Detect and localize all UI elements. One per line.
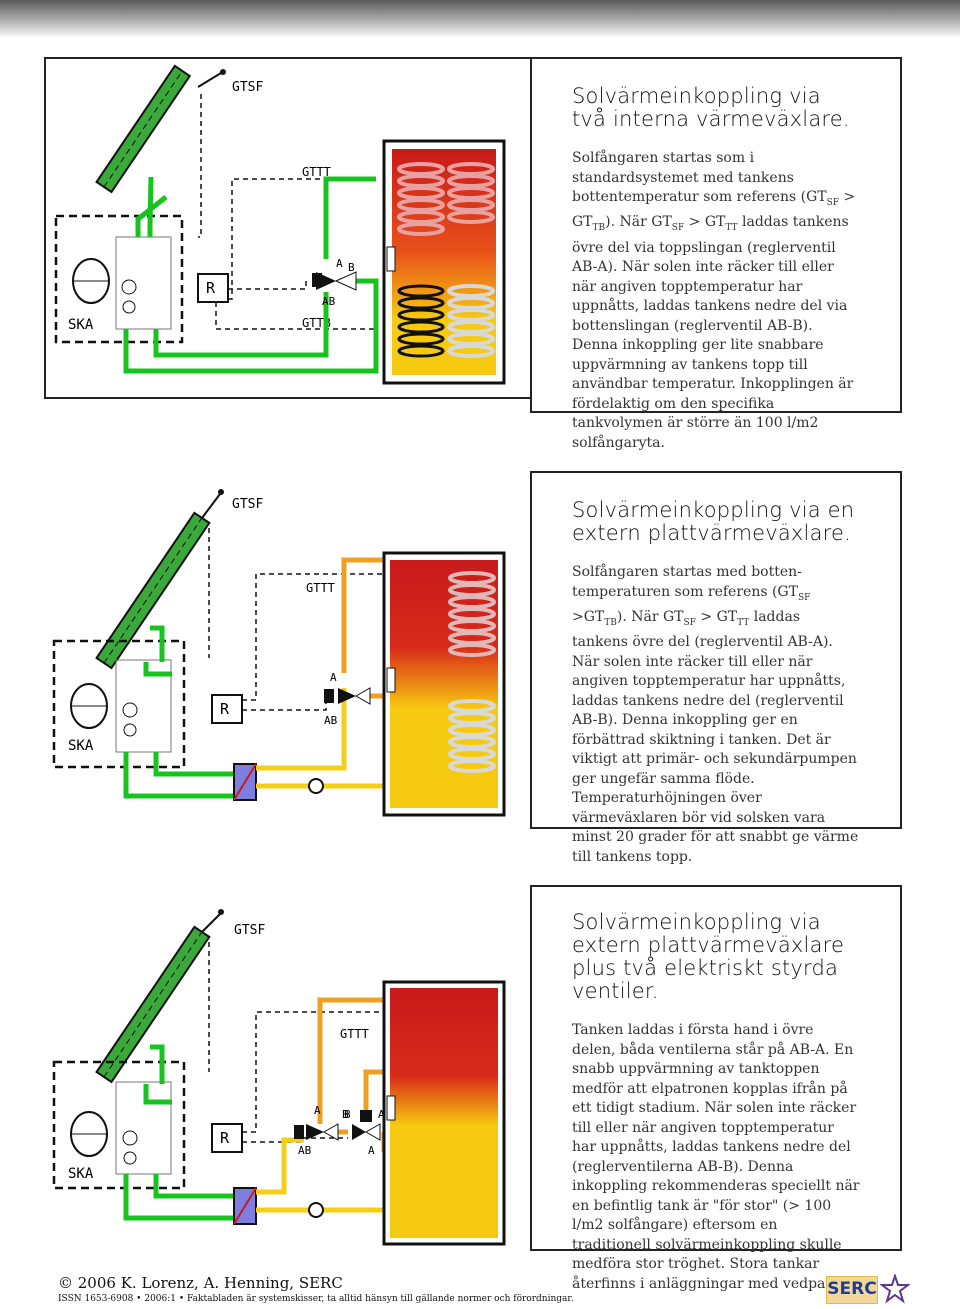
section-1-text: Solfångaren startas som i standardsystem… [572,150,856,451]
top-gradient-bar [0,0,960,38]
footer-issn: ISSN 1653-6908 • 2006:1 • Faktabladen är… [58,1294,574,1304]
label-gttt: GTTT [302,165,331,179]
label-gtsf: GTSF [234,923,265,938]
textbox-2: Solvärmeinkoppling via en extern plattvä… [530,471,902,865]
valve-ab: AB [324,714,338,727]
diagram-3: GTSF R GTTT SKA A B AB B A AB [44,892,534,1252]
label-ska: SKA [68,317,94,333]
valve-1-b: B [342,1108,349,1121]
controller-r: R [206,279,216,297]
valve-ab: AB [322,295,336,308]
section-3-text: Tanken laddas i första hand i övre delen… [572,1022,860,1292]
valve-b: B [348,261,355,274]
valve-a: A [336,257,343,270]
controller-r: R [220,700,230,718]
label-gttt: GTTT [306,581,335,595]
diagram-1: GTSF R GTTT GTTB SKA A B AB [44,57,534,399]
label-ska: SKA [68,1166,94,1182]
section-2-text: Solfångaren startas med botten-temperatu… [572,564,859,865]
valve-2-a: A [368,1144,375,1157]
label-gttt: GTTT [340,1027,369,1041]
section-2-title: Solvärmeinkoppling via en extern plattvä… [572,498,855,545]
svg-text:GTSF: GTSF [232,80,263,95]
valve-1-a: A [314,1104,321,1117]
hogskolan-logo-icon [880,1274,910,1304]
textbox-3: Solvärmeinkoppling via extern plattvärme… [530,885,902,1292]
controller-r: R [220,1129,230,1147]
footer-copyright: © 2006 K. Lorenz, A. Henning, SERC [58,1274,343,1292]
label-gtsf: GTSF [232,497,263,512]
diagram-2: GTSF R GTTT SKA A B AB [44,478,534,830]
valve-a: A [330,671,337,684]
textbox-1: Solvärmeinkoppling via två interna värme… [530,57,902,451]
label-ska: SKA [68,738,94,754]
valve-2-b: B [344,1108,351,1121]
label-gtsf: GTSF [232,80,263,95]
section-1-title: Solvärmeinkoppling via två interna värme… [572,84,850,131]
valve-1-ab: AB [298,1144,312,1157]
section-3-title: Solvärmeinkoppling via extern plattvärme… [572,910,845,1003]
serc-logo: SERC [826,1276,878,1304]
